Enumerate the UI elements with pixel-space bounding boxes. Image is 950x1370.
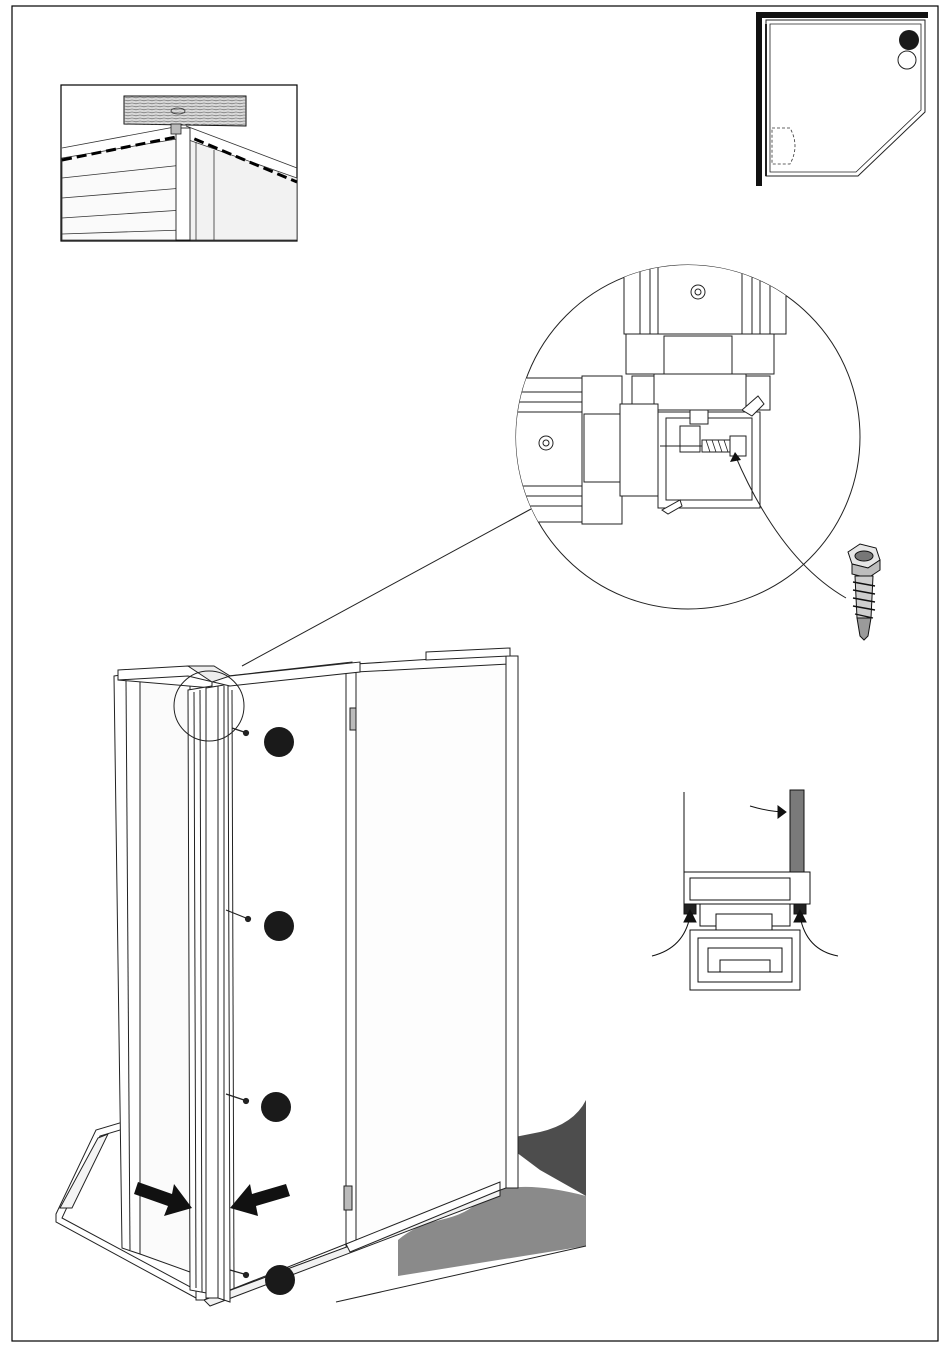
zoom-detail-circle	[242, 262, 860, 666]
shower-enclosure-assembly	[56, 648, 586, 1306]
plan-marker-outline	[898, 51, 916, 69]
step-marker-3	[261, 1092, 291, 1122]
plan-view	[756, 12, 928, 186]
step-marker-2	[264, 911, 294, 941]
top-detail-frame	[61, 85, 297, 241]
step-marker-1	[264, 727, 294, 757]
self-drilling-hex-screw-icon	[848, 544, 880, 640]
glass-profile-section	[652, 790, 838, 990]
step-marker-4	[265, 1265, 295, 1295]
plan-marker-filled	[899, 30, 919, 50]
